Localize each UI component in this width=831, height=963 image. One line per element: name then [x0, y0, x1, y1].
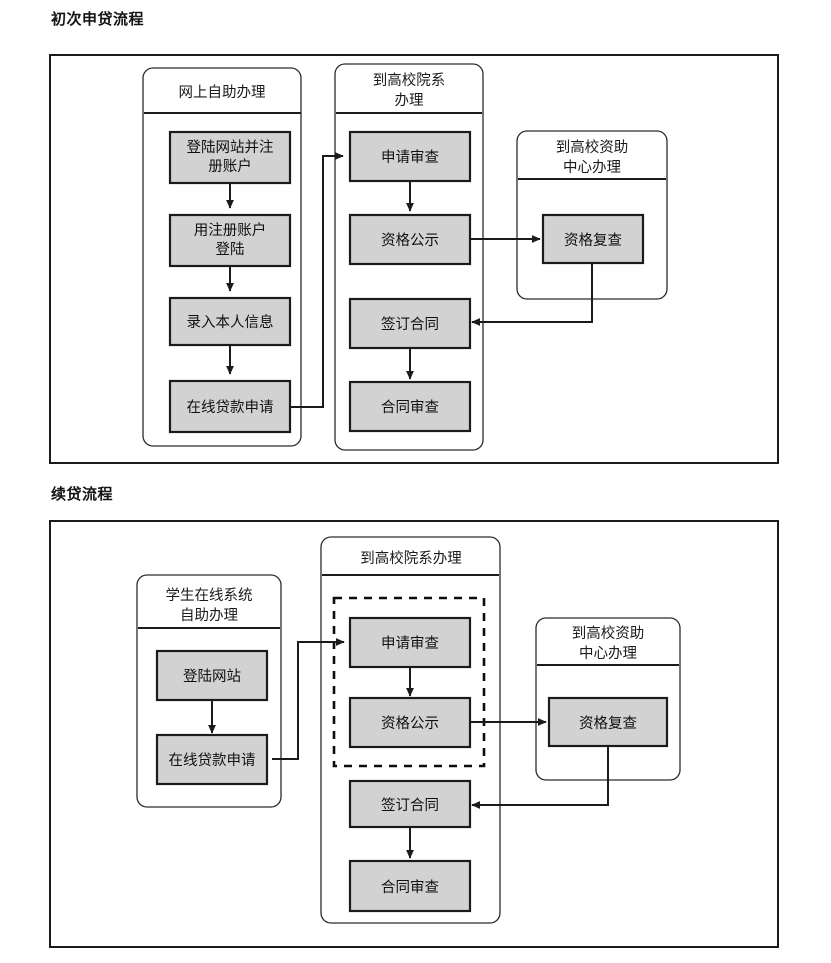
- lane-title-online-self-service: 网上自助办理: [179, 84, 266, 101]
- lane-title-aid-center-2-line2: 中心办理: [579, 645, 637, 662]
- node-register-label-line2: 册账户: [208, 158, 252, 175]
- node-enter-info-label: 录入本人信息: [187, 314, 274, 331]
- node-contract-review: 合同审查: [348, 380, 472, 433]
- node-contract-review-label: 合同审查: [381, 399, 439, 416]
- connector-recheck-to-sign-contract-2: [471, 746, 609, 809]
- node-application-review: 申请审查: [348, 130, 472, 183]
- connector-application-to-review: [290, 152, 344, 408]
- node-online-loan-application-2-label: 在线贷款申请: [169, 752, 256, 769]
- node-online-loan-application-2: 在线贷款申请: [155, 733, 269, 786]
- node-sign-contract-2-label: 签订合同: [381, 797, 439, 814]
- node-contract-review-2: 合同审查: [348, 859, 472, 913]
- node-register-label-line1: 登陆网站并注: [187, 139, 274, 156]
- connector-recheck-to-sign-contract: [471, 263, 593, 326]
- node-contract-review-2-label: 合同审查: [381, 879, 439, 896]
- lane-title-student-online-line2: 自助办理: [180, 607, 238, 624]
- node-application-review-2-label: 申请审查: [381, 635, 439, 652]
- lane-title-student-online-line1: 学生在线系统: [166, 587, 253, 604]
- node-login: 用注册账户 登陆: [168, 213, 292, 268]
- lane-title-aid-center-line2: 中心办理: [563, 159, 621, 176]
- node-qualification-recheck-label: 资格复查: [564, 231, 622, 249]
- node-enter-info: 录入本人信息: [168, 296, 292, 347]
- node-sign-contract: 签订合同: [348, 297, 472, 350]
- section-title-first-loan: 初次申贷流程: [51, 11, 145, 28]
- node-register: 登陆网站并注 册账户: [168, 130, 292, 185]
- node-qualification-recheck-2: 资格复查: [547, 696, 669, 748]
- lane-title-university-department-2: 到高校院系办理: [360, 550, 462, 567]
- node-online-loan-application-label: 在线贷款申请: [187, 399, 274, 416]
- lane-title-aid-center-line1: 到高校资助: [556, 139, 629, 156]
- lane-title-university-department-line1: 到高校院系: [373, 72, 446, 89]
- node-login-label-line1: 用注册账户: [194, 222, 267, 239]
- section-title-renewal-loan: 续贷流程: [51, 486, 114, 503]
- node-login-label-line2: 登陆: [216, 241, 245, 258]
- node-qualification-publicity: 资格公示: [348, 213, 472, 266]
- node-qualification-publicity-2-label: 资格公示: [381, 715, 439, 732]
- node-sign-contract-label: 签订合同: [381, 316, 439, 333]
- dashed-group-box: [332, 596, 486, 768]
- node-sign-contract-2: 签订合同: [348, 779, 472, 829]
- lane-title-university-department-line2: 办理: [395, 92, 424, 109]
- node-qualification-recheck: 资格复查: [541, 213, 645, 265]
- lane-title-aid-center-2-line1: 到高校资助: [572, 625, 645, 642]
- node-qualification-publicity-2: 资格公示: [348, 696, 472, 749]
- node-application-review-label: 申请审查: [381, 149, 439, 166]
- node-qualification-publicity-label: 资格公示: [381, 232, 439, 249]
- node-qualification-recheck-2-label: 资格复查: [579, 714, 637, 732]
- node-login-website-label: 登陆网站: [183, 668, 241, 685]
- node-application-review-2: 申请审查: [348, 616, 472, 669]
- node-online-loan-application: 在线贷款申请: [168, 379, 292, 434]
- node-login-website: 登陆网站: [155, 649, 269, 702]
- connector-application-to-review-2: [272, 638, 345, 760]
